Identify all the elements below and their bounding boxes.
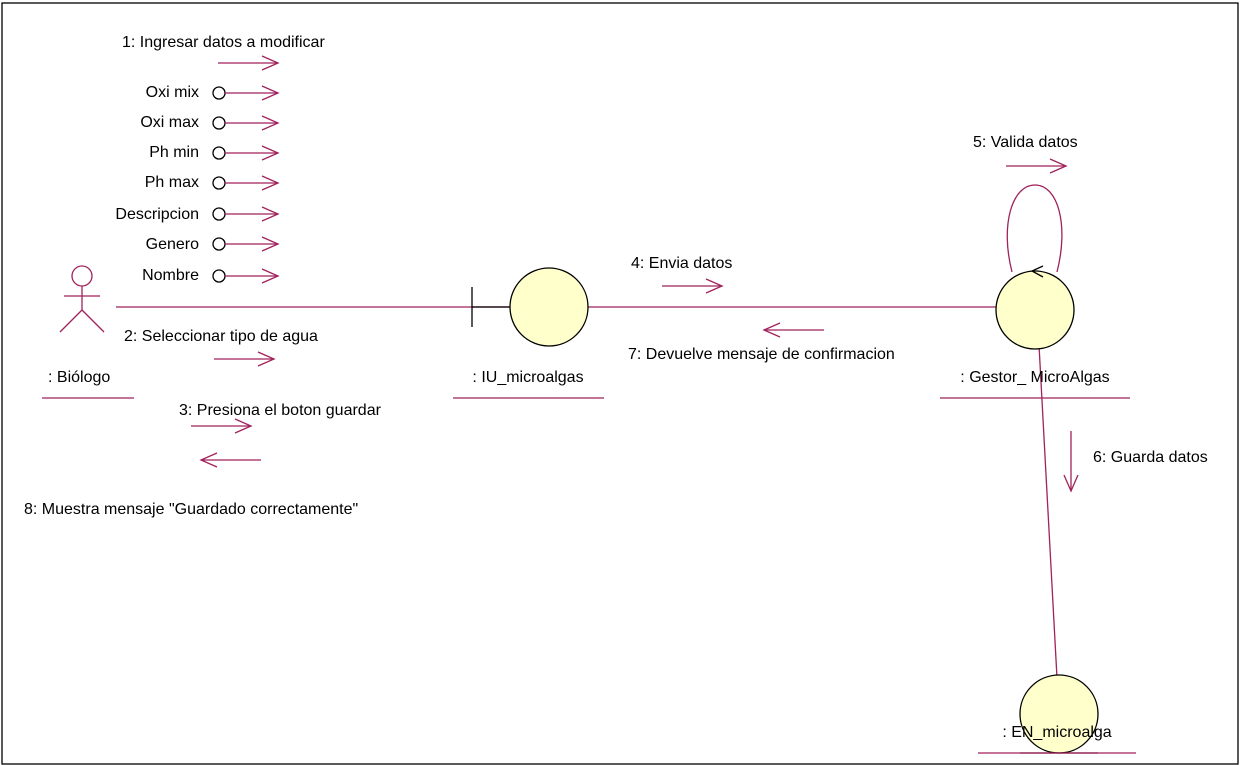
message-8-arrow (199, 452, 261, 468)
message-3: 3: Presiona el boton guardar (179, 402, 382, 434)
data-flow-label: Ph max (145, 174, 199, 191)
message-1: 1: Ingresar datos a modificar (122, 34, 325, 71)
actor-stick-figure-icon (59, 265, 105, 333)
message-6: 6: Guarda datos (1063, 431, 1208, 493)
actor-label: : Biólogo (48, 369, 110, 386)
data-flow-arrow-icon (212, 115, 280, 131)
data-flow-label: Oxi mix (146, 84, 199, 101)
data-flow-label: Ph min (149, 144, 199, 161)
message-4-label: 4: Envia datos (631, 255, 732, 272)
data-flow-label: Genero (146, 236, 199, 253)
data-flow-genero: Genero (146, 236, 280, 253)
entity-en-microalga[interactable]: : EN_microalga (978, 674, 1136, 754)
data-flow-arrow-icon (212, 268, 280, 284)
actor-biologo[interactable]: : Biólogo (42, 265, 134, 399)
control-label: : Gestor_ MicroAlgas (960, 369, 1109, 386)
message-4: 4: Envia datos (631, 255, 732, 294)
message-1-arrow (218, 55, 280, 71)
message-4-arrow (662, 278, 724, 294)
message-8-label: 8: Muestra mensaje "Guardado correctamen… (24, 501, 358, 518)
link-control-self (1006, 184, 1063, 273)
boundary-iu-microalgas[interactable]: : IU_microalgas (453, 267, 604, 399)
message-2: 2: Seleccionar tipo de agua (124, 328, 318, 367)
message-5: 5: Valida datos (973, 134, 1078, 174)
data-flow-nombre: Nombre (142, 267, 280, 284)
entity-object-icon (1019, 674, 1099, 754)
message-1-label: 1: Ingresar datos a modificar (122, 34, 325, 51)
data-flow-arrow-icon (212, 145, 280, 161)
data-flow-arrow-icon (212, 85, 280, 101)
message-5-label: 5: Valida datos (973, 134, 1078, 151)
message-6-arrow (1063, 431, 1079, 493)
message-6-label: 6: Guarda datos (1093, 449, 1208, 466)
control-object-icon (995, 265, 1075, 350)
data-flow-arrow-icon (212, 236, 280, 252)
control-gestor-microalgas[interactable]: : Gestor_ MicroAlgas (940, 265, 1130, 399)
message-7: 7: Devuelve mensaje de confirmacion (628, 322, 895, 363)
message-7-arrow (762, 322, 824, 338)
data-flow-label: Nombre (142, 267, 199, 284)
boundary-label: : IU_microalgas (472, 369, 583, 386)
data-flow-label: Oxi max (140, 114, 199, 131)
message-8: 8: Muestra mensaje "Guardado correctamen… (24, 452, 358, 518)
data-flow-ph-min: Ph min (149, 144, 280, 161)
data-flow-oxi-mix: Oxi mix (146, 84, 280, 101)
data-flow-descripcion: Descripcion (115, 206, 280, 223)
message-2-label: 2: Seleccionar tipo de agua (124, 328, 318, 345)
boundary-object-icon (471, 267, 589, 347)
link-control-entity (1038, 344, 1060, 716)
message-5-arrow (1006, 158, 1068, 174)
data-flow-oxi-max: Oxi max (140, 114, 280, 131)
data-flow-arrow-icon (212, 206, 280, 222)
entity-label: : EN_microalga (1002, 724, 1111, 741)
data-flow-ph-max: Ph max (145, 174, 280, 191)
data-flow-arrow-icon (212, 175, 280, 191)
message-2-arrow (214, 351, 276, 367)
message-3-arrow (191, 418, 253, 434)
message-7-label: 7: Devuelve mensaje de confirmacion (628, 346, 895, 363)
message-3-label: 3: Presiona el boton guardar (179, 402, 382, 419)
data-flow-label: Descripcion (115, 206, 199, 223)
